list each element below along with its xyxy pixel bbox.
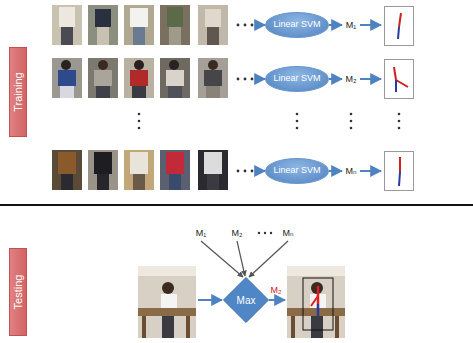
model-label: Mₙ [282, 229, 293, 238]
process-ellipse: Linear SVM [265, 66, 328, 92]
node-label: Linear SVM [273, 20, 320, 30]
node-label: Linear SVM [273, 166, 320, 176]
section-band: Training [9, 47, 27, 137]
process-ellipse: Linear SVM [265, 12, 328, 38]
section-band: Testing [9, 248, 27, 336]
section-title: Training [12, 72, 24, 111]
model-label: M₁ [196, 229, 207, 238]
model-label: M₁ [346, 21, 357, 30]
section-title: Testing [12, 275, 24, 310]
model-label: Mₙ [345, 167, 356, 176]
decision-diamond: Max [223, 277, 269, 323]
model-label: M₂ [271, 286, 282, 295]
node-label: Linear SVM [273, 74, 320, 84]
node-label: Max [237, 295, 256, 306]
process-ellipse: Linear SVM [265, 158, 328, 184]
model-label: M₂ [346, 75, 357, 84]
model-label: M₂ [232, 229, 243, 238]
